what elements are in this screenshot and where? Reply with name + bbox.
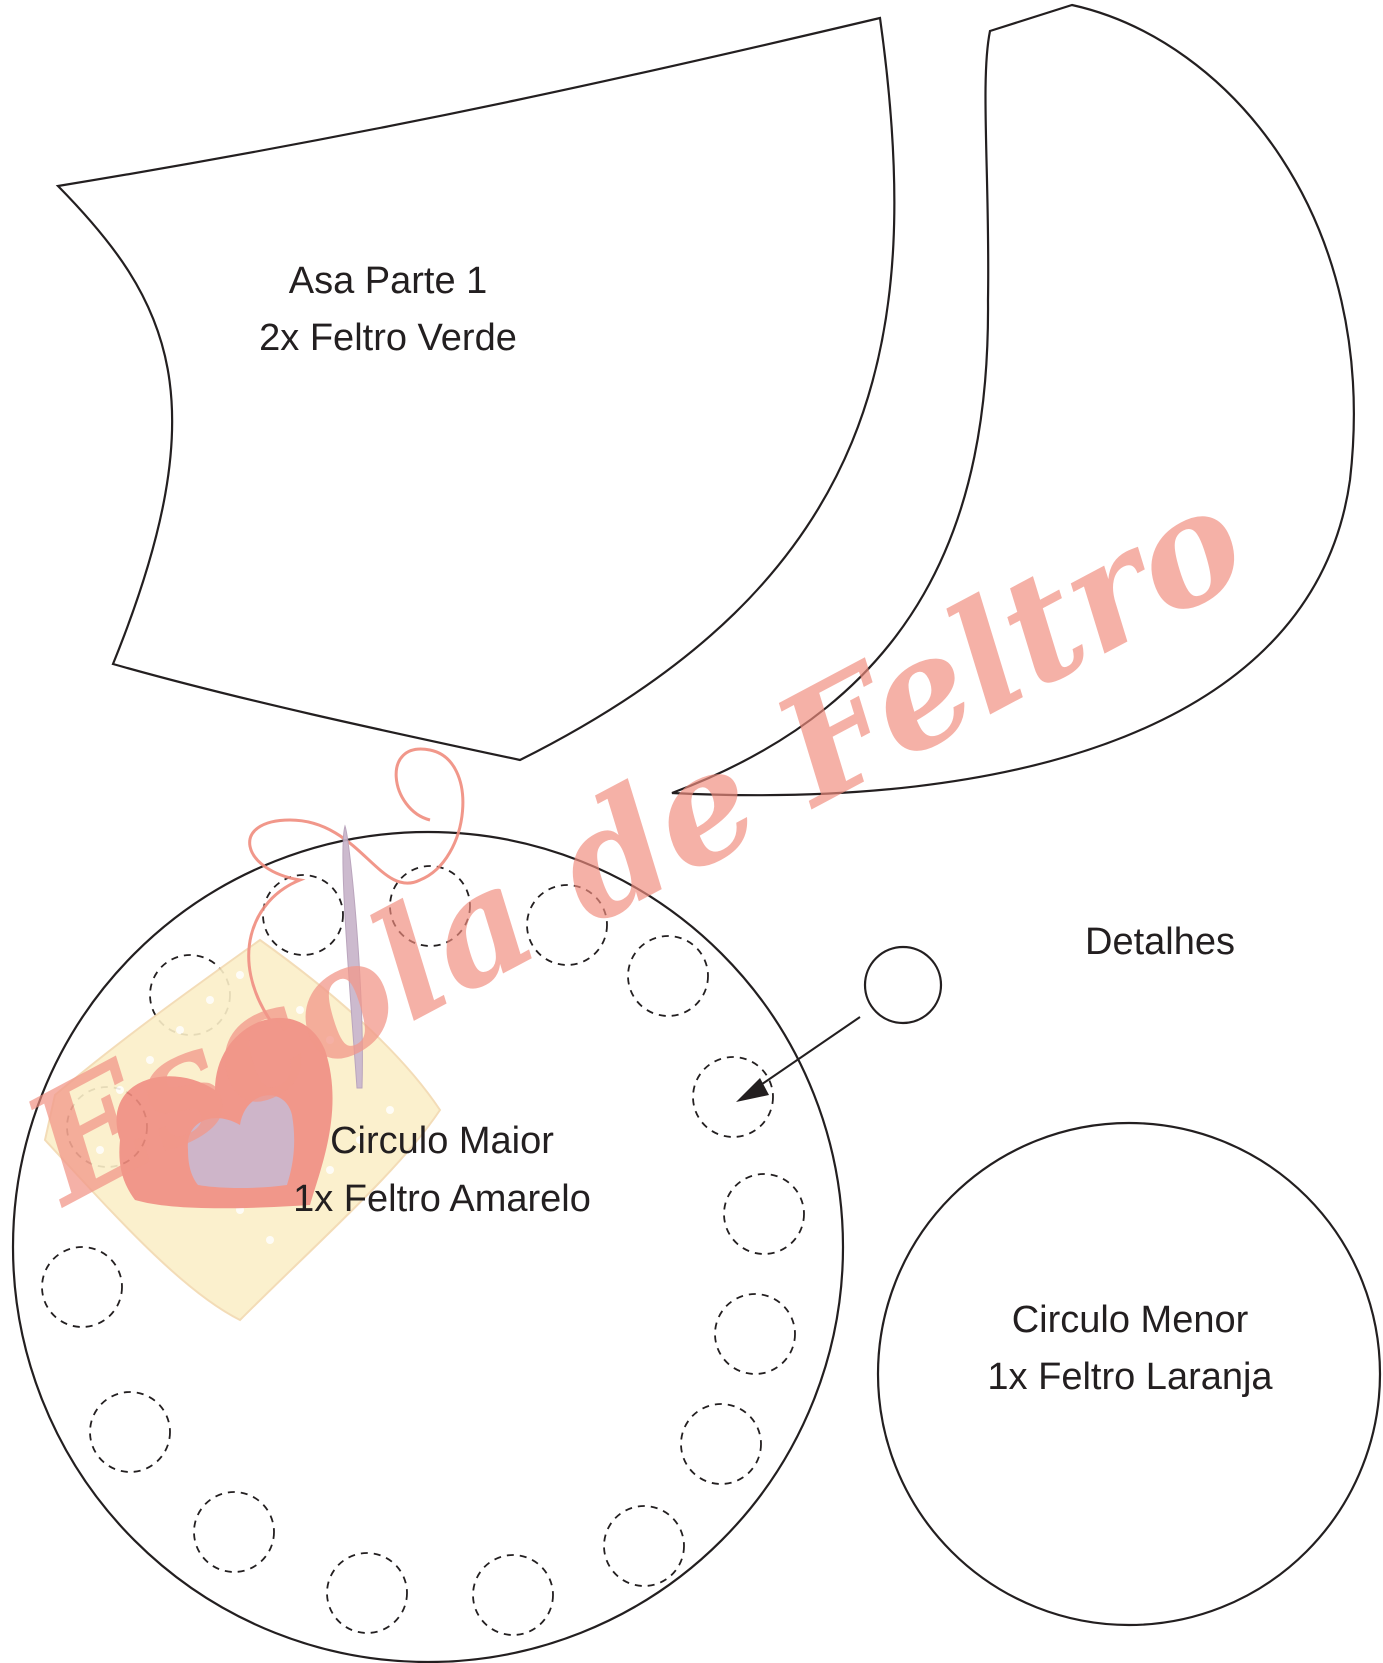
thread-icon — [247, 747, 465, 1021]
detail-circle — [41, 1246, 123, 1328]
needle-icon — [342, 824, 363, 1089]
detail-circle — [89, 1391, 171, 1473]
big-circle-instruction: 1x Feltro Amarelo — [293, 1178, 591, 1220]
detail-reference-circle — [863, 945, 943, 1025]
big-circle-title: Circulo Maior — [330, 1120, 554, 1162]
detail-circle — [193, 1491, 275, 1573]
wing-part1-instruction: 2x Feltro Verde — [259, 317, 517, 359]
detail-circle — [603, 1505, 685, 1587]
wing-part1-outline — [55, 16, 896, 762]
detail-circle — [723, 1173, 805, 1255]
detail-circle — [627, 935, 709, 1017]
escola-de-feltro-watermark: Escola de Feltro — [0, 450, 1272, 1322]
detail-arrow-line — [751, 1016, 861, 1092]
details-label: Detalhes — [1085, 921, 1235, 963]
heart-inner-icon — [187, 1095, 295, 1189]
arrow-head-icon — [736, 1078, 769, 1102]
detail-circle — [472, 1554, 554, 1636]
detail-circle — [692, 1056, 774, 1138]
detail-circle — [526, 884, 608, 966]
detail-circle — [326, 1552, 408, 1634]
big-circle-outline — [12, 831, 844, 1663]
watermark-logo-text: Escola de Feltro — [0, 450, 1272, 1240]
wing-part2-outline — [671, 3, 1355, 797]
detail-circle — [389, 865, 471, 947]
detail-circle — [262, 874, 344, 956]
small-circle-instruction: 1x Feltro Laranja — [987, 1356, 1273, 1398]
small-circle-outline — [876, 1121, 1382, 1627]
detail-circle — [680, 1403, 762, 1485]
small-circle-title: Circulo Menor — [1012, 1299, 1249, 1341]
wing-part1-title: Asa Parte 1 — [289, 260, 488, 302]
detail-circle — [714, 1293, 796, 1375]
